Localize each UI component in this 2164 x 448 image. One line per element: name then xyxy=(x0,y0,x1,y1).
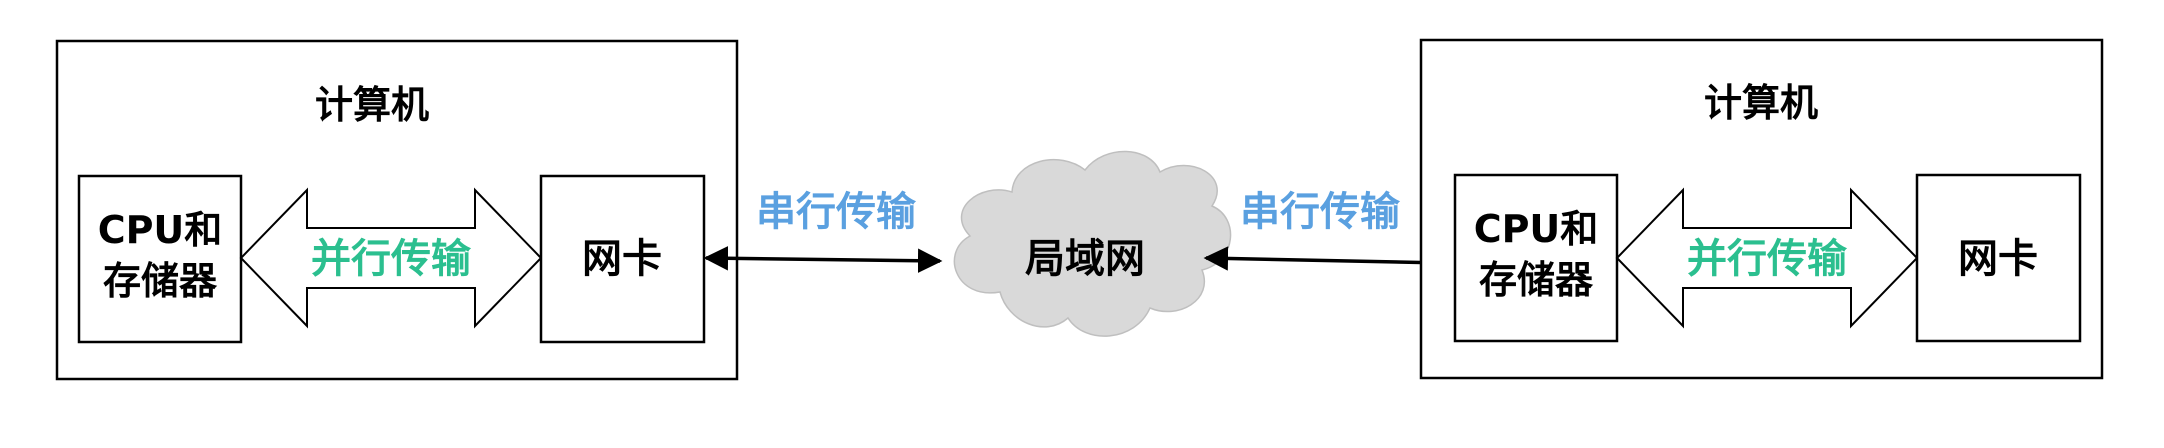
lan-label: 局域网 xyxy=(1025,236,1145,282)
right-parallel-label: 并行传输 xyxy=(1687,236,1848,282)
left-nic-label: 网卡 xyxy=(582,236,662,282)
right-nic-label: 网卡 xyxy=(1958,236,2038,282)
left-computer-title: 计算机 xyxy=(315,83,429,127)
left-serial-label: 串行传输 xyxy=(756,189,917,235)
right-computer-title: 计算机 xyxy=(1704,81,1818,125)
left-cpu-memory-box xyxy=(77,174,243,344)
right-cpu-memory-box xyxy=(1453,173,1619,343)
right-computer: 计算机 CPU和 存储器 并行传输 网卡 xyxy=(1419,38,2104,380)
left-cpu-label: CPU和 xyxy=(98,208,223,252)
left-serial-link-arrow xyxy=(703,246,943,273)
right-memory-label: 存储器 xyxy=(1479,258,1594,302)
cloud-shape xyxy=(953,150,1232,337)
left-parallel-label: 并行传输 xyxy=(311,236,472,282)
right-serial-link-arrow xyxy=(1203,246,1448,275)
lan-cloud: 局域网 xyxy=(953,150,1232,337)
right-cpu-label: CPU和 xyxy=(1474,207,1599,251)
left-computer: 计算机 CPU和 存储器 并行传输 网卡 xyxy=(55,39,739,381)
left-memory-label: 存储器 xyxy=(103,259,218,303)
right-serial-label: 串行传输 xyxy=(1240,189,1401,235)
right-nic-box xyxy=(1915,173,2082,343)
